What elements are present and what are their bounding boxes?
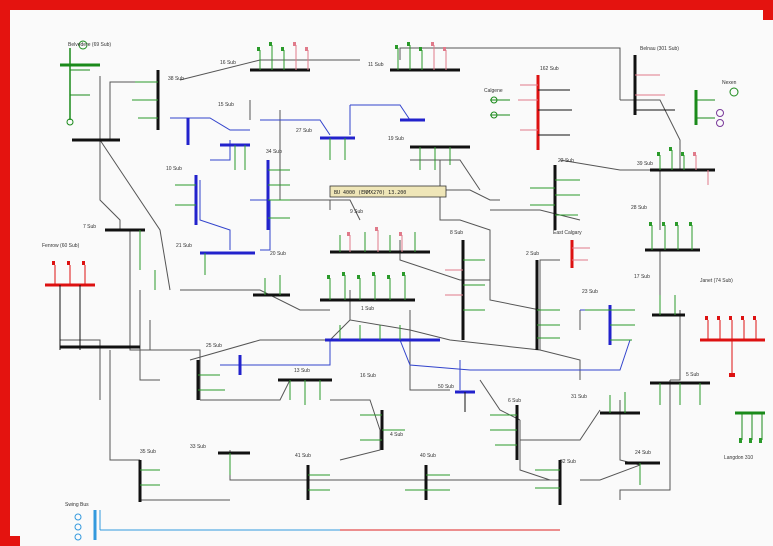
label-fenrow: Fenrow (60 Sub) [42,243,80,249]
label-6-sub: 6 Sub [508,398,521,404]
load-markers [257,42,762,443]
red-load-markers [52,261,756,377]
label-50-sub: 50 Sub [438,384,454,390]
one-line-diagram: Belvedere (69 Sub) 38 Sub 16 Sub 11 Sub … [20,20,773,546]
label-19-sub: 19 Sub [388,136,404,142]
label-4-sub: 4 Sub [390,432,403,438]
label-24-sub: 24 Sub [635,450,651,456]
label-calgene: Calgene [484,88,503,94]
bus-tooltip: BU 4000 (ENMX270) 13.200 [329,185,447,198]
swing-line [99,510,560,531]
label-7-sub: 7 Sub [83,224,96,230]
label-15-sub: 15 Sub [218,102,234,108]
label-16-sub-blue: 16 Sub [360,373,376,379]
label-41-sub: 41 Sub [295,453,311,459]
label-31-sub: 31 Sub [571,394,587,400]
label-8-sub: 8 Sub [450,230,463,236]
label-23-sub: 23 Sub [582,289,598,295]
label-25-sub: 25 Sub [206,343,222,349]
label-11-sub: 11 Sub [368,62,384,68]
label-16-sub: 16 Sub [220,60,236,66]
label-34-sub: 34 Sub [266,149,282,155]
label-32-sub: 32 Sub [560,459,576,465]
label-39-sub: 39 Sub [637,161,653,167]
label-9-sub: 9 Sub [350,209,363,215]
label-swing-bus: Swing Bus [65,502,89,508]
label-20-sub: 20 Sub [270,251,286,257]
blue-lines [170,104,631,390]
label-33-sub: 33 Sub [190,444,206,450]
substation-labels: Belvedere (69 Sub) 38 Sub 16 Sub 11 Sub … [42,42,753,508]
label-13-sub: 13 Sub [294,368,310,374]
label-belnau: Belnau (301 Sub) [640,46,679,52]
label-40-sub: 40 Sub [420,453,436,459]
label-belvedere: Belvedere (69 Sub) [68,42,111,48]
label-17-sub: 17 Sub [634,274,650,280]
label-nexen: Nexen [722,80,737,86]
tooltip-text: BU 4000 (ENMX270) 13.200 [334,190,406,196]
label-2-sub: 2 Sub [526,251,539,257]
label-27-sub: 27 Sub [296,128,312,134]
pink-load-markers [293,42,696,236]
generator-symbols [66,40,739,541]
label-1-sub: 1 Sub [361,306,374,312]
label-5-sub: 5 Sub [686,372,699,378]
label-21-sub: 21 Sub [176,243,192,249]
label-28-sub: 28 Sub [631,205,647,211]
label-east-calgary: East Calgary [553,230,582,236]
label-22-sub: 22 Sub [558,158,574,164]
canvas-background [20,20,773,546]
label-10-sub: 10 Sub [166,166,182,172]
label-162-sub: 162 Sub [540,66,559,72]
load-taps [54,45,763,491]
label-35-sub: 35 Sub [140,449,156,455]
label-38-sub: 38 Sub [168,76,184,82]
label-langdon: Langdon 310 [724,455,753,461]
label-janet: Janet (74 Sub) [700,278,733,284]
